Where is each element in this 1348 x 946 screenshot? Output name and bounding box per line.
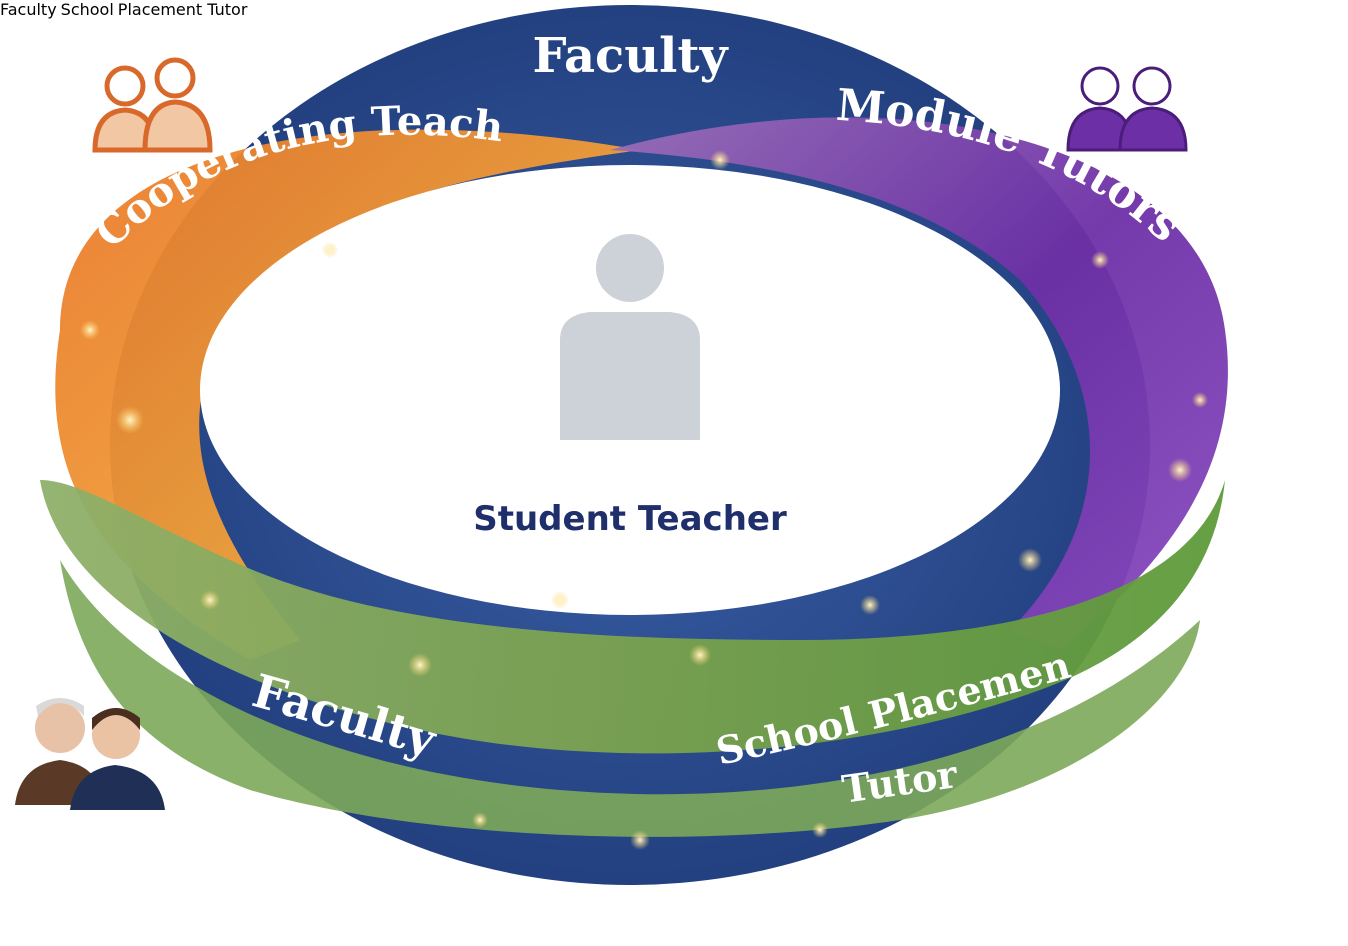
- student-teacher-label: Student Teacher: [473, 499, 787, 539]
- student-teacher-person-icon: [560, 234, 700, 440]
- module-tutors-icon: [1066, 66, 1188, 152]
- green-band: [40, 480, 1225, 754]
- cooperating-teacher-icon: [92, 57, 213, 153]
- faculty-top-label: Faculty: [533, 28, 730, 84]
- faculty-avatars: [15, 698, 165, 810]
- module-tutors-band: [610, 117, 1228, 651]
- school-placement-corner-label-line1: School: [60, 0, 114, 19]
- school-placement-corner-label-line2: Placement Tutor: [117, 0, 248, 19]
- faculty-corner-label: Faculty: [0, 0, 57, 19]
- green-band-lower: [60, 560, 1200, 837]
- sparkles: [80, 150, 1208, 850]
- cooperating-teacher-band: [55, 129, 641, 660]
